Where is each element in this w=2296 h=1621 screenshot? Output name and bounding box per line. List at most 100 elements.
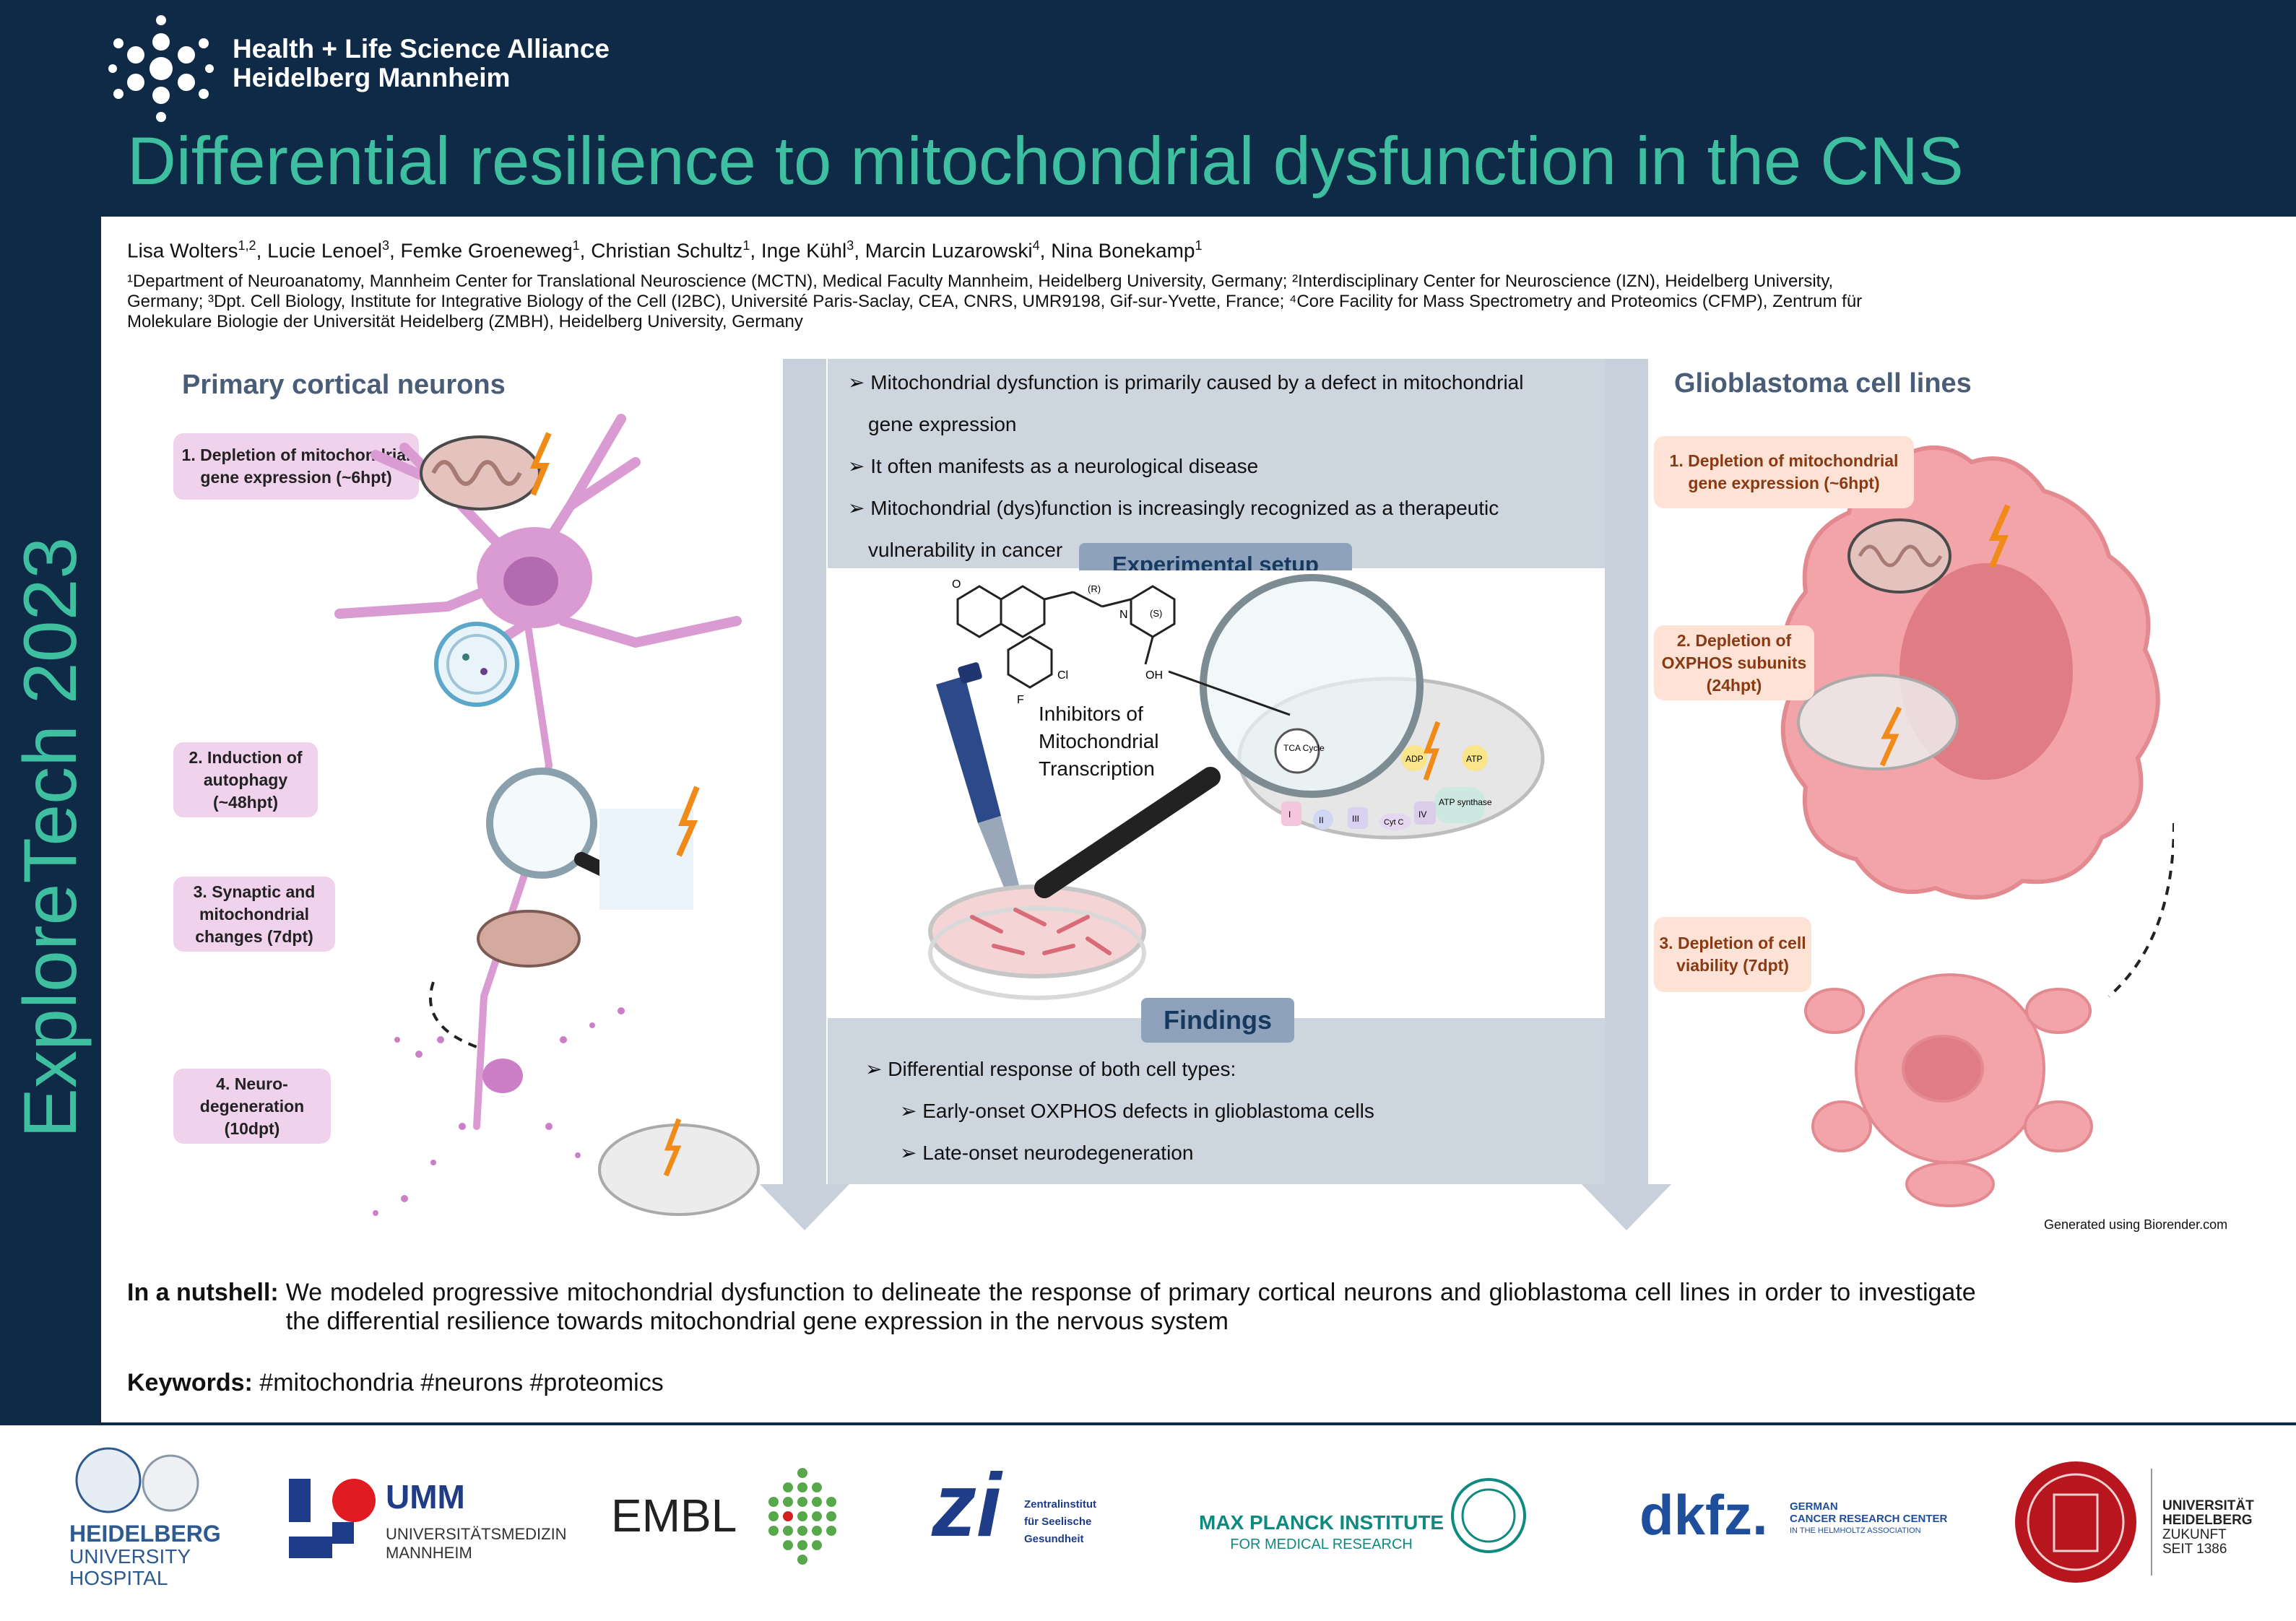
- dkfz-line-2: CANCER RESEARCH CENTER: [1790, 1513, 1948, 1525]
- mpi-line-2: FOR MEDICAL RESEARCH: [1230, 1537, 1413, 1552]
- uni-line-2: HEIDELBERG: [2162, 1513, 2253, 1528]
- mitochondrion-icon: [1847, 518, 1951, 594]
- umm-logo: [289, 1479, 376, 1562]
- zi-mark: zi: [932, 1456, 1002, 1555]
- sidebar-bar: [0, 217, 101, 1424]
- adp-icon: [1401, 745, 1427, 771]
- glioblastoma-section-title: Glioblastoma cell lines: [1674, 368, 1972, 399]
- keywords-line: Keywords: #mitochondria #neurons #proteo…: [127, 1369, 664, 1397]
- glioblastoma-step-1: 1. Depletion of mitochondrial gene expre…: [1654, 436, 1914, 508]
- hospital-line-1: HEIDELBERG: [69, 1521, 221, 1547]
- neuron-step-4: 4. Neuro-degeneration (10dpt): [173, 1069, 331, 1144]
- diagram-label-cl: Cl: [1057, 669, 1068, 682]
- author-name: Christian Schultz: [591, 239, 743, 262]
- mitochondrion-detail-icon: [1797, 674, 1959, 770]
- complex-iv-icon: [1414, 801, 1436, 825]
- findings-label: Findings: [1141, 998, 1294, 1043]
- bullet-3-cont: vulnerability in cancer: [868, 539, 1063, 561]
- author-name: Lisa Wolters: [127, 239, 238, 262]
- diagram-label-o: O: [952, 578, 961, 591]
- alliance-line-2: Heidelberg Mannheim: [233, 63, 511, 92]
- glioblastoma-step-3: 3. Depletion of cell viability (7dpt): [1654, 917, 1811, 992]
- inhibitor-line-3: Transcription: [1039, 757, 1155, 780]
- author-affiliation-mark: 1: [1195, 238, 1203, 253]
- embl-name: EMBL: [611, 1490, 737, 1542]
- poster-title: Differential resilience to mitochondrial…: [127, 123, 1964, 199]
- hospital-line-3: HOSPITAL: [69, 1567, 168, 1589]
- diagram-label-i: I: [1288, 809, 1291, 820]
- dashed-arrow-icon: [429, 981, 477, 1048]
- setup-illustration: O Cl F OH N (R) (S) TCA Cycl: [928, 574, 1545, 1000]
- author-affiliation-mark: 3: [846, 238, 854, 253]
- tca-cycle-icon: [1274, 728, 1320, 774]
- event-label: ExploreTech 2023: [9, 536, 92, 1139]
- author-affiliation-mark: 1: [742, 238, 750, 253]
- author-name: Femke Groeneweg: [400, 239, 573, 262]
- umm-subtitle: UNIVERSITÄTSMEDIZIN MANNHEIM: [386, 1525, 567, 1563]
- uni-line-1: UNIVERSITÄT: [2162, 1498, 2254, 1513]
- header-bar: [0, 0, 2296, 217]
- bullet-1: ➢ Mitochondrial dysfunction is primarily…: [848, 371, 1524, 394]
- nutshell-label: In a nutshell:: [127, 1279, 279, 1306]
- umm-line-2: MANNHEIM: [386, 1544, 472, 1562]
- umm-line-1: UNIVERSITÄTSMEDIZIN: [386, 1525, 567, 1543]
- cyt-c-icon: [1379, 813, 1411, 830]
- footer-divider: [0, 1422, 2296, 1425]
- atp-synthase-icon: [1434, 787, 1485, 823]
- inhibitor-line-2: Mitochondrial: [1039, 730, 1159, 752]
- author-affiliation-mark: 1,2: [238, 238, 256, 253]
- author-name: Lucie Lenoel: [267, 239, 382, 262]
- synapse-icon: [599, 809, 693, 910]
- diagram-label-adp: ADP: [1405, 754, 1424, 764]
- author-affiliation-mark: 3: [381, 238, 389, 253]
- background-box: ➢ Mitochondrial dysfunction is primarily…: [828, 359, 1605, 568]
- lightning-icon: [676, 786, 700, 857]
- degenerating-neuron-icon: [373, 1007, 625, 1216]
- zi-name: Zentralinstitut für Seelische Gesundheit: [1024, 1496, 1096, 1548]
- author-name: Marcin Luzarowski: [865, 239, 1033, 262]
- diagram-label-tca: TCA Cycle: [1283, 743, 1325, 753]
- complex-i-icon: [1281, 801, 1301, 826]
- author-affiliation-mark: 4: [1032, 238, 1040, 253]
- zi-line-1: Zentralinstitut: [1024, 1498, 1096, 1511]
- complex-ii-icon: [1313, 809, 1333, 830]
- molecule-icon: [956, 585, 1176, 689]
- biorender-credit: Generated using Biorender.com: [2044, 1217, 2228, 1232]
- bullet-1-cont: gene expression: [868, 413, 1017, 435]
- neurons-section-title: Primary cortical neurons: [182, 370, 506, 400]
- diagram-label-cyt-c: Cyt C: [1384, 818, 1404, 827]
- diagram-label-iv: IV: [1418, 809, 1426, 820]
- diagram-label-ii: II: [1319, 815, 1324, 825]
- embl-dots-icon: [768, 1468, 836, 1565]
- university-name: UNIVERSITÄT HEIDELBERG ZUKUNFT SEIT 1386: [2162, 1499, 2254, 1557]
- lightning-icon: [1988, 504, 2011, 568]
- bullet-2: ➢ It often manifests as a neurological d…: [848, 455, 1259, 477]
- diagram-label-r: (R): [1088, 583, 1101, 594]
- mitochondrion-icon: [420, 435, 541, 510]
- author-list: Lisa Wolters1,2, Lucie Lenoel3, Femke Gr…: [127, 238, 1203, 262]
- heidelberg-hospital-logo: HEIDELBERG UNIVERSITY HOSPITAL: [69, 1446, 221, 1589]
- lightning-icon: [529, 432, 552, 496]
- minerva-seal-icon: [1451, 1478, 1526, 1553]
- mitochondrion-detail-icon: [598, 1118, 760, 1216]
- hospital-line-2: UNIVERSITY: [69, 1545, 191, 1568]
- nutshell-text: We modeled progressive mitochondrial dys…: [285, 1279, 1976, 1335]
- inhibitor-line-1: Inhibitors of: [1039, 703, 1143, 725]
- neuron-step-1: 1. Depletion of mitochondrial gene expre…: [173, 433, 419, 500]
- findings-box: ➢ Differential response of both cell typ…: [828, 1018, 1605, 1184]
- complex-iii-icon: [1348, 807, 1368, 829]
- uni-line-3: ZUKUNFT: [2162, 1527, 2227, 1542]
- diagram-label-n: N: [1119, 609, 1128, 621]
- petri-dish-icon: [928, 885, 1146, 1000]
- bullet-3: ➢ Mitochondrial (dys)function is increas…: [848, 497, 1499, 519]
- keywords-label: Keywords:: [127, 1369, 253, 1396]
- author-name: Inge Kühl: [761, 239, 847, 262]
- alliance-logo-icon: [108, 15, 214, 122]
- dkfz-line-3: IN THE HELMHOLTZ ASSOCIATION: [1790, 1526, 1921, 1535]
- neuron-illustration: [334, 414, 760, 1216]
- dkfz-mark: dkfz.: [1639, 1483, 1768, 1547]
- cancer-cell-icon: [1780, 446, 2160, 900]
- setup-area: O Cl F OH N (R) (S) TCA Cycl: [828, 570, 1605, 1018]
- dashed-arrow-icon: [2107, 822, 2174, 998]
- alliance-line-1: Health + Life Science Alliance: [233, 34, 610, 64]
